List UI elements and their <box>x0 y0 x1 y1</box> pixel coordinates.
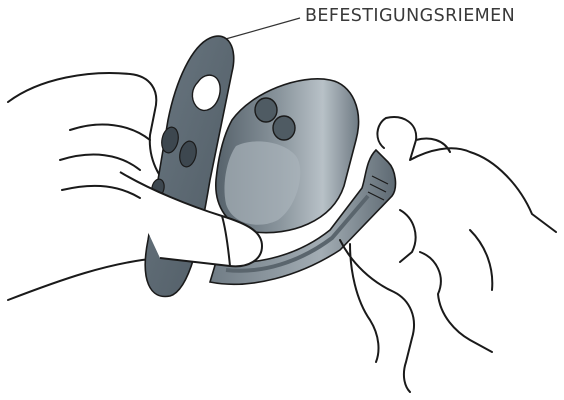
remote-housing <box>216 79 359 233</box>
callout-label: BEFESTIGUNGSRIEMEN <box>305 6 515 26</box>
remote-button-1 <box>255 98 277 122</box>
remote-button-2 <box>273 116 295 140</box>
callout-leader-line <box>222 18 300 40</box>
